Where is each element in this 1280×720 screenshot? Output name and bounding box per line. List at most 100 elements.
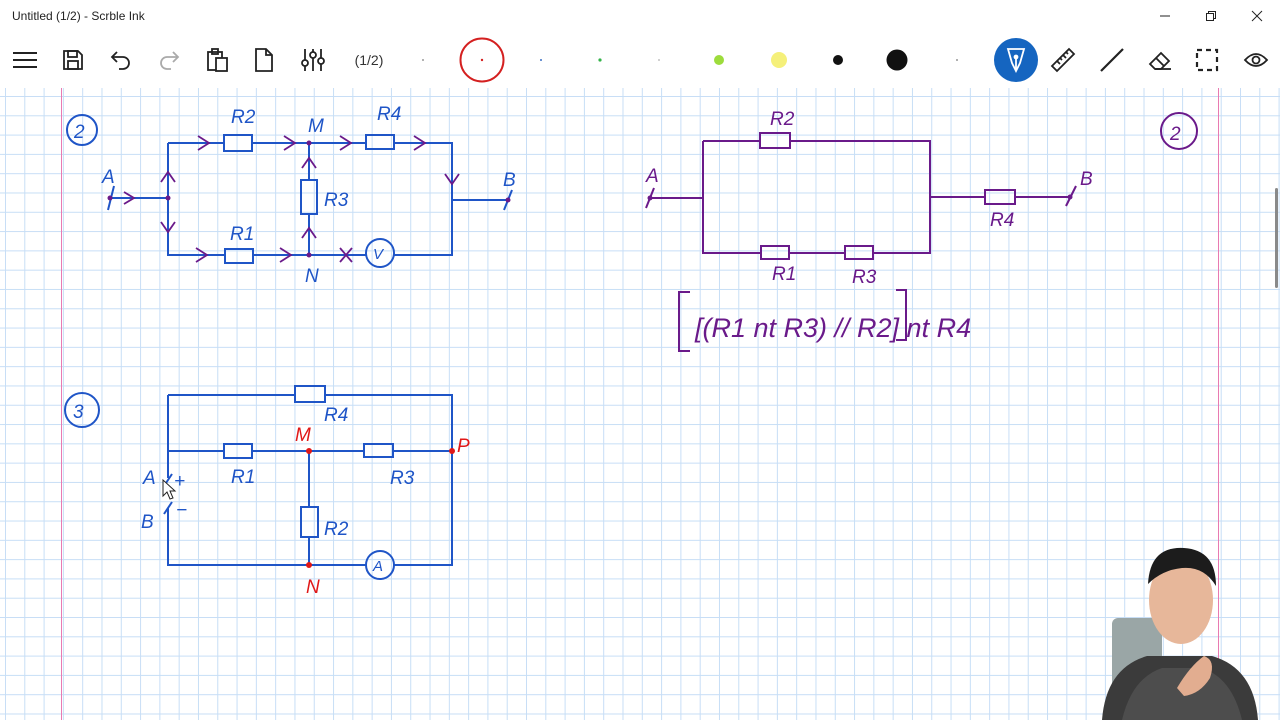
pen-dot-icon xyxy=(833,55,843,65)
pen-dot-icon xyxy=(658,59,660,61)
ruler-tool-button[interactable] xyxy=(1046,32,1080,88)
selected-pen-ring-icon xyxy=(459,37,505,83)
undo-icon xyxy=(110,51,130,70)
figure-number-label: 2 xyxy=(73,122,85,143)
close-icon xyxy=(1251,10,1263,22)
current-arrows-fig2-left xyxy=(123,135,460,263)
line-icon xyxy=(1100,48,1124,72)
left-margin-line xyxy=(61,88,62,720)
negative-terminal-label: − xyxy=(176,500,187,521)
node-N-label-3: N xyxy=(306,577,320,598)
mouse-cursor-icon xyxy=(162,478,177,500)
pen-dot-icon xyxy=(956,59,958,61)
nodes-fig3 xyxy=(306,448,455,568)
restore-button[interactable] xyxy=(1188,0,1234,32)
window-title: Untitled (1/2) - Scrble Ink xyxy=(12,9,145,23)
equivalent-circuit-formula: [(R1 nt R3) // R2] nt R4 xyxy=(694,313,971,343)
save-icon xyxy=(63,50,83,70)
pen-dot-icon xyxy=(886,49,908,71)
node-N-label: N xyxy=(305,266,319,287)
sliders-icon xyxy=(301,49,325,71)
resistor-R1-label-right: R1 xyxy=(772,264,796,285)
resistor-R1-label: R1 xyxy=(230,224,254,245)
new-page-button[interactable] xyxy=(247,32,281,88)
eraser-tool-button[interactable] xyxy=(1143,32,1177,88)
pen-swatch-4[interactable] xyxy=(589,32,611,88)
redo-button[interactable] xyxy=(152,32,186,88)
pen-swatch-8[interactable] xyxy=(826,32,850,88)
page-indicator[interactable]: (1/2) xyxy=(344,32,394,88)
pen-tool-button[interactable] xyxy=(993,32,1039,88)
positive-terminal-label: + xyxy=(174,471,185,492)
node-M-label: M xyxy=(308,116,324,137)
view-mode-button[interactable] xyxy=(1239,32,1273,88)
paste-button[interactable] xyxy=(200,32,234,88)
page-icon xyxy=(255,48,273,72)
resistor-R4-label: R4 xyxy=(377,104,401,125)
resistor-R1-label-3: R1 xyxy=(231,467,255,488)
resistor-R3-label-3: R3 xyxy=(390,468,415,489)
pen-swatch-2-selected[interactable] xyxy=(458,32,506,88)
pen-dot-icon xyxy=(598,58,602,62)
pen-swatch-5[interactable] xyxy=(648,32,670,88)
voltmeter-label: V xyxy=(373,246,385,263)
restore-icon xyxy=(1206,11,1216,21)
close-button[interactable] xyxy=(1234,0,1280,32)
pen-swatch-10[interactable] xyxy=(946,32,968,88)
minimize-button[interactable] xyxy=(1142,0,1188,32)
figure-number-label-right: 2 xyxy=(1169,124,1181,145)
menu-button[interactable] xyxy=(8,32,42,88)
nodes-fig2-left xyxy=(107,140,511,258)
pen-swatch-3[interactable] xyxy=(530,32,552,88)
clipboard-icon xyxy=(207,48,228,72)
pen-dot-icon xyxy=(422,59,424,61)
vertical-scrollbar[interactable] xyxy=(1275,188,1278,288)
node-B-label: B xyxy=(503,170,516,191)
webcam-overlay xyxy=(1102,547,1258,720)
circuit-diagram-fig2-right xyxy=(645,112,1198,352)
select-tool-button[interactable] xyxy=(1190,32,1224,88)
selection-icon xyxy=(1195,48,1219,72)
nodes-fig2-right xyxy=(647,194,1073,201)
window-controls xyxy=(1142,0,1280,32)
eraser-icon xyxy=(1148,51,1171,70)
undo-button[interactable] xyxy=(104,32,138,88)
circuit-diagram-fig2-left xyxy=(66,114,513,268)
terminal-A-label: A xyxy=(142,468,156,489)
title-bar: Untitled (1/2) - Scrble Ink xyxy=(0,0,1280,32)
circuit-diagram-fig3 xyxy=(64,385,453,580)
node-B-label-right: B xyxy=(1080,169,1093,190)
node-P-label-3: P xyxy=(457,436,470,457)
resistor-R3-label: R3 xyxy=(324,190,349,211)
eye-icon xyxy=(1243,53,1269,67)
resistor-R2-label-right: R2 xyxy=(770,109,795,130)
resistor-R2-label: R2 xyxy=(231,107,256,128)
resistor-R3-label-right: R3 xyxy=(852,267,877,288)
pen-dot-icon xyxy=(540,59,542,61)
save-button[interactable] xyxy=(56,32,90,88)
pen-dot-icon xyxy=(714,55,724,65)
settings-button[interactable] xyxy=(296,32,330,88)
fountain-pen-icon xyxy=(994,38,1038,82)
terminal-B-label: B xyxy=(141,512,154,533)
redo-icon xyxy=(160,51,180,70)
pen-swatch-1[interactable] xyxy=(412,32,434,88)
pen-swatch-9[interactable] xyxy=(883,32,911,88)
minimize-icon xyxy=(1160,15,1170,17)
ruler-icon xyxy=(1050,47,1076,73)
line-tool-button[interactable] xyxy=(1095,32,1129,88)
ammeter-label: A xyxy=(372,558,383,575)
ink-drawings: 2 A B M N R2 R4 R1 R3 V xyxy=(64,104,1198,598)
pen-dot-icon xyxy=(771,52,787,68)
node-A-label-right: A xyxy=(645,166,659,187)
pen-swatch-6[interactable] xyxy=(707,32,731,88)
pen-swatch-7[interactable] xyxy=(766,32,792,88)
page-indicator-label: (1/2) xyxy=(354,52,384,68)
resistor-R4-label-right: R4 xyxy=(990,210,1014,231)
resistor-R4-label-3: R4 xyxy=(324,405,348,426)
figure-number-label-3: 3 xyxy=(73,402,84,423)
resistor-R2-label-3: R2 xyxy=(324,519,349,540)
node-M-label-3: M xyxy=(295,425,311,446)
node-A-label: A xyxy=(101,167,115,188)
ink-canvas[interactable]: 2 A B M N R2 R4 R1 R3 V xyxy=(0,88,1280,720)
